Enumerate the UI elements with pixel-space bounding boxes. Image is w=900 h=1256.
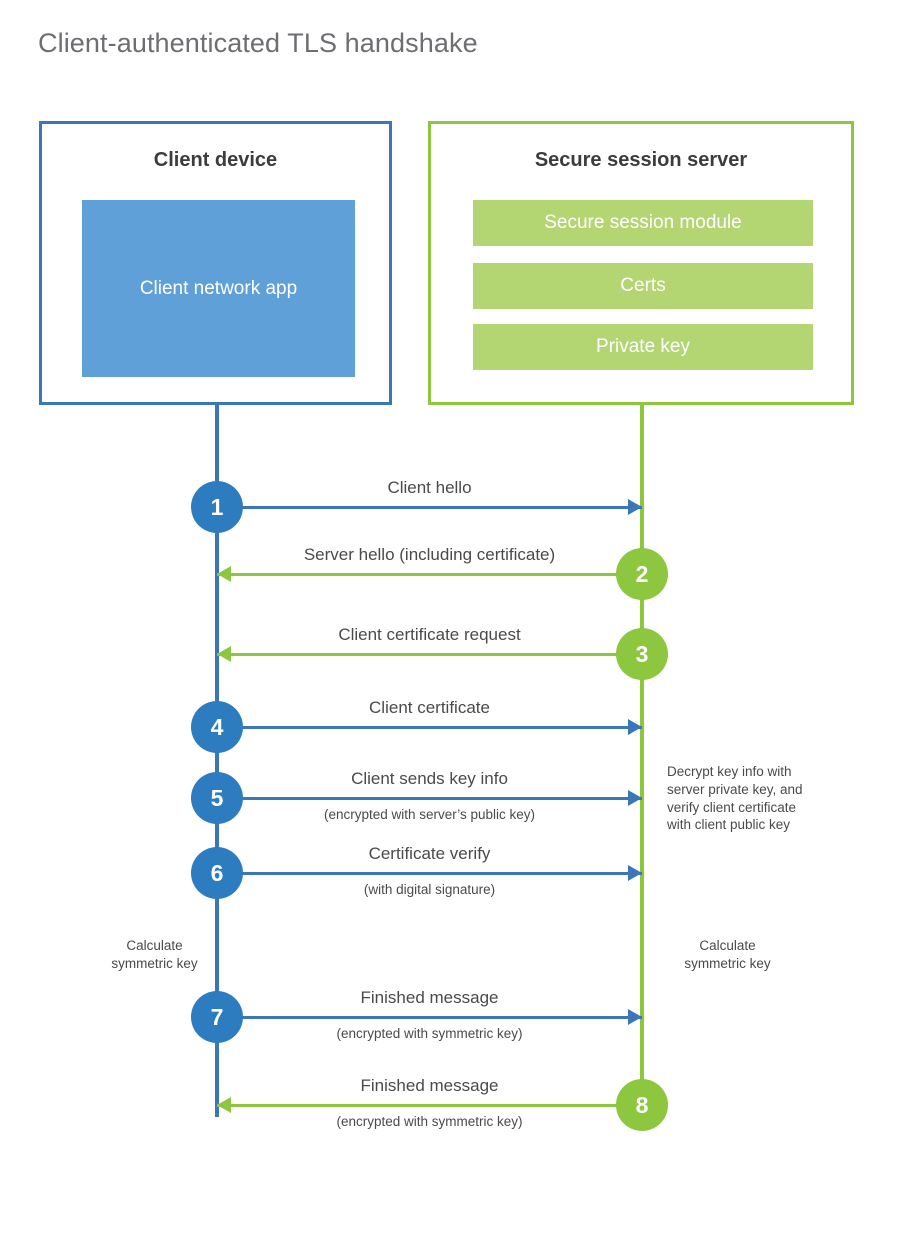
message-arrowhead-3 bbox=[217, 646, 231, 662]
message-sublabel-8: (encrypted with symmetric key) bbox=[336, 1114, 523, 1129]
message-arrowhead-8 bbox=[217, 1097, 231, 1113]
message-arrowhead-2 bbox=[217, 566, 231, 582]
message-sublabel-5: (encrypted with server’s public key) bbox=[323, 807, 536, 822]
message-arrowhead-1 bbox=[628, 499, 642, 515]
message-sublabel-6: (with digital signature) bbox=[363, 882, 496, 897]
client-network-app-block: Client network app bbox=[82, 200, 355, 377]
message-label-3: Client certificate request bbox=[338, 625, 521, 644]
message-arrow-line-1 bbox=[217, 506, 642, 509]
step-circle-4[interactable]: 4 bbox=[191, 701, 243, 753]
step-circle-6[interactable]: 6 bbox=[191, 847, 243, 899]
server-lifeline bbox=[640, 405, 644, 1105]
secure-session-server-box: Secure session server Secure session mod… bbox=[428, 121, 854, 405]
message-arrowhead-4 bbox=[628, 719, 642, 735]
note-server-calculate-symmetric-key: Calculate symmetric key bbox=[684, 938, 771, 971]
message-arrow-line-6 bbox=[217, 872, 642, 875]
message-label-6: Certificate verify bbox=[368, 844, 491, 863]
message-arrow-line-2 bbox=[217, 573, 642, 576]
client-lifeline bbox=[215, 405, 219, 1117]
message-label-2: Server hello (including certificate) bbox=[303, 545, 556, 564]
step-circle-1[interactable]: 1 bbox=[191, 481, 243, 533]
client-device-box: Client device Client network app bbox=[39, 121, 392, 405]
step-circle-3[interactable]: 3 bbox=[616, 628, 668, 680]
message-sublabel-7: (encrypted with symmetric key) bbox=[336, 1026, 523, 1041]
message-label-4: Client certificate bbox=[369, 698, 490, 717]
message-arrow-line-5 bbox=[217, 797, 642, 800]
message-arrowhead-6 bbox=[628, 865, 642, 881]
message-arrow-line-4 bbox=[217, 726, 642, 729]
step-circle-2[interactable]: 2 bbox=[616, 548, 668, 600]
client-device-title: Client device bbox=[153, 149, 278, 171]
page-title: Client-authenticated TLS handshake bbox=[38, 28, 478, 58]
step-circle-5[interactable]: 5 bbox=[191, 772, 243, 824]
message-arrow-line-3 bbox=[217, 653, 642, 656]
message-label-5: Client sends key info bbox=[351, 769, 508, 788]
server-module-certs: Certs bbox=[473, 263, 813, 309]
secure-session-server-title: Secure session server bbox=[534, 149, 748, 171]
note-decrypt-key-info: Decrypt key info with server private key… bbox=[667, 764, 803, 833]
message-label-1: Client hello bbox=[387, 478, 472, 497]
server-module-secure-session-module: Secure session module bbox=[473, 200, 813, 246]
step-circle-7[interactable]: 7 bbox=[191, 991, 243, 1043]
note-client-calculate-symmetric-key: Calculate symmetric key bbox=[111, 938, 198, 971]
message-arrowhead-5 bbox=[628, 790, 642, 806]
message-arrowhead-7 bbox=[628, 1009, 642, 1025]
message-arrow-line-8 bbox=[217, 1104, 642, 1107]
server-module-private-key: Private key bbox=[473, 324, 813, 370]
message-label-7: Finished message bbox=[360, 988, 499, 1007]
message-arrow-line-7 bbox=[217, 1016, 642, 1019]
message-label-8: Finished message bbox=[360, 1076, 499, 1095]
step-circle-8[interactable]: 8 bbox=[616, 1079, 668, 1131]
